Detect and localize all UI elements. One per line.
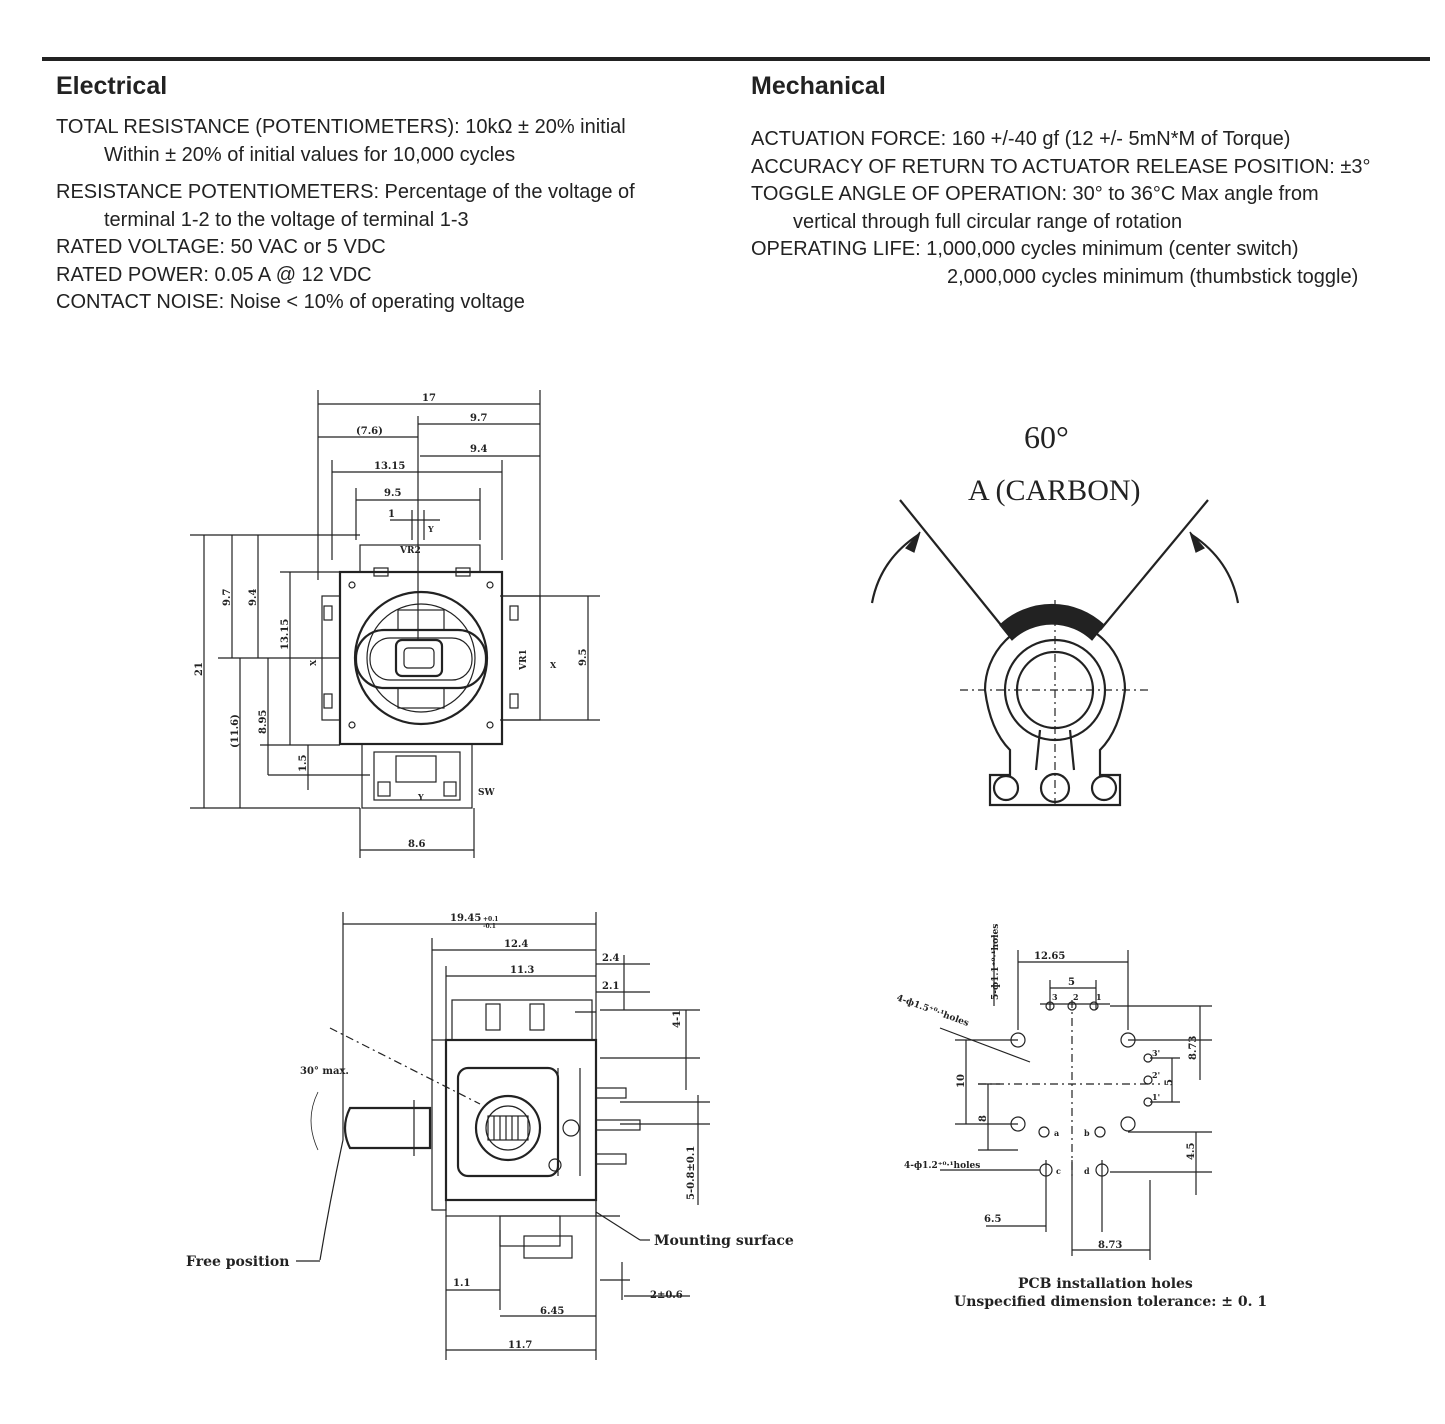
label-vr1: VR1 [519, 649, 529, 671]
pcb-holes-4-1-5: 4-ф1.5⁺⁰·¹holes [895, 993, 970, 1028]
side-free-position: Free position [186, 1254, 289, 1270]
electrical-specs: TOTAL RESISTANCE (POTENTIOMETERS): 10kΩ … [56, 114, 635, 317]
pcb-pin-1p: 1' [1152, 1092, 1160, 1102]
side-dim-2-1: 2.1 [602, 981, 619, 992]
spec-rated-power: RATED POWER: 0.05 A @ 12 VDC [56, 263, 372, 286]
spec-contact-noise: CONTACT NOISE: Noise < 10% of operating … [56, 291, 525, 313]
spec-toggle-angle-detail: vertical through full circular range of … [793, 210, 1183, 233]
pcb-pin-2p: 2' [1152, 1070, 1160, 1080]
mechanical-specs: ACTUATION FORCE: 160 +/-40 gf (12 +/- 5m… [751, 126, 1370, 291]
spec-resistance-pots: RESISTANCE POTENTIOMETERS: Percentage of… [56, 181, 635, 203]
pcb-dim-8-73: 8.73 [1098, 1240, 1122, 1251]
pcb-pin-c: c [1056, 1166, 1061, 1176]
spec-toggle-angle: TOGGLE ANGLE OF OPERATION: 30° to 36°C M… [751, 183, 1319, 205]
top-dim-7-6: (7.6) [356, 426, 383, 437]
top-dim-13-15: 13.15 [374, 461, 405, 472]
side-dim-19-45: 19.45 [450, 913, 481, 924]
pcb-dim-6-5: 6.5 [984, 1214, 1001, 1225]
spec-accuracy-return: ACCURACY OF RETURN TO ACTUATOR RELEASE P… [751, 155, 1371, 178]
pcb-tolerance: Unspecified dimension tolerance: ± 0. 1 [954, 1294, 1267, 1310]
side-mounting-surface: Mounting surface [654, 1233, 794, 1249]
pcb-dim-8: 8 [978, 1115, 989, 1122]
pcb-dim-8-73-v: 8.73 [1188, 1036, 1199, 1060]
top-dim-9-4: 9.4 [470, 444, 487, 455]
label-x-right: X [550, 660, 557, 670]
top-dim-8-95: 8.95 [258, 710, 269, 734]
spec-resistance-pots-detail: terminal 1-2 to the voltage of terminal … [104, 208, 469, 231]
top-dim-1: 1 [388, 509, 395, 520]
side-dim-11-3: 11.3 [510, 965, 534, 976]
spec-operating-life-detail: 2,000,000 cycles minimum (thumbstick tog… [947, 265, 1359, 288]
spec-total-resistance: TOTAL RESISTANCE (POTENTIOMETERS): 10kΩ … [56, 116, 626, 138]
pcb-pin-3p: 3' [1152, 1048, 1160, 1058]
side-dim-1-1: 1.1 [453, 1278, 470, 1289]
mechanical-title: Mechanical [751, 72, 886, 100]
side-dim-2-4: 2.4 [602, 953, 619, 964]
label-y-bottom: Y [417, 792, 424, 802]
pcb-pin-d: d [1084, 1166, 1090, 1176]
pcb-holes-4-1-2: 4-ф1.2⁺⁰·¹holes [904, 1161, 980, 1171]
pcb-holes-drawing: 12.65 5 8.73 5 4.5 10 8 6.5 8.73 3 2 1 3… [895, 924, 1267, 1310]
pcb-pin-1: 1 [1096, 992, 1102, 1002]
top-dim-9-7-v: 9.7 [222, 589, 233, 606]
side-dim-2-0-6: 2±0.6 [650, 1290, 683, 1301]
label-vr2: VR2 [399, 546, 421, 556]
top-dim-9-7: 9.7 [470, 413, 487, 424]
electrical-title: Electrical [56, 72, 168, 100]
carbon-track-diagram: 60° A (CARBON) [870, 419, 1240, 807]
top-dim-17: 17 [422, 393, 436, 404]
side-dim-11-7: 11.7 [508, 1340, 532, 1351]
side-tol-lower: -0.1 [483, 923, 496, 930]
top-dim-11-6: (11.6) [230, 714, 241, 748]
pcb-pin-a: a [1054, 1128, 1059, 1138]
pcb-holes-5: 5-ф1.1⁺⁰·¹holes [991, 924, 1001, 1000]
top-dim-8-6: 8.6 [408, 839, 425, 850]
header-rule [42, 57, 1430, 61]
spec-rated-voltage: RATED VOLTAGE: 50 VAC or 5 VDC [56, 236, 386, 258]
side-view-drawing: 19.45 +0.1 -0.1 12.4 2.4 11.3 2.1 4-1 5-… [186, 912, 794, 1360]
pcb-dim-4-5: 4.5 [1186, 1143, 1197, 1160]
top-dim-1-5: 1.5 [298, 755, 309, 772]
side-dim-6-45: 6.45 [540, 1306, 564, 1317]
top-dim-9-4-v: 9.4 [248, 589, 259, 606]
label-y-top: Y [427, 524, 434, 534]
spec-actuation-force: ACTUATION FORCE: 160 +/-40 gf (12 +/- 5m… [751, 128, 1291, 150]
top-dim-9-5: 9.5 [384, 488, 401, 499]
side-dim-5-0-8: 5-0.8±0.1 [686, 1146, 697, 1200]
top-dim-21: 21 [194, 662, 205, 676]
label-x-left: X [308, 659, 318, 666]
pcb-title: PCB installation holes [1018, 1276, 1193, 1292]
pcb-pin-3: 3 [1052, 992, 1058, 1002]
pcb-dim-12-65: 12.65 [1034, 951, 1065, 962]
pcb-dim-10: 10 [956, 1074, 967, 1088]
side-dim-12-4: 12.4 [504, 939, 528, 950]
pcb-pin-b: b [1084, 1128, 1090, 1138]
pcb-pin-2: 2 [1073, 992, 1079, 1002]
label-sw: SW [478, 788, 495, 798]
pcb-dim-5: 5 [1068, 977, 1075, 988]
top-view-drawing: 17 9.7 (7.6) 9.4 13.15 9.5 1 21 9.7 9.4 … [190, 390, 600, 858]
carbon-angle: 60° [1024, 419, 1069, 455]
spec-operating-life: OPERATING LIFE: 1,000,000 cycles minimum… [751, 238, 1299, 260]
side-angle-label: 30° max. [300, 1066, 349, 1077]
side-tol-upper: +0.1 [483, 916, 498, 923]
carbon-label: A (CARBON) [968, 474, 1141, 507]
top-dim-9-5-v: 9.5 [578, 649, 589, 666]
spec-total-resistance-detail: Within ± 20% of initial values for 10,00… [104, 143, 516, 166]
pcb-dim-5-v: 5 [1164, 1079, 1175, 1086]
side-dim-4-1: 4-1 [672, 1010, 683, 1028]
top-dim-13-15-v: 13.15 [280, 619, 291, 650]
